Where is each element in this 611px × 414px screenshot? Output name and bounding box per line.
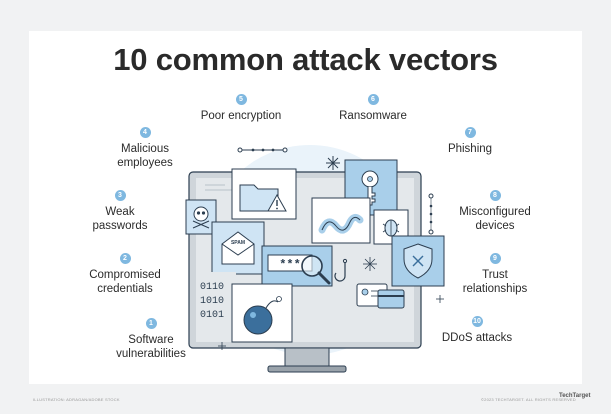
sparkle-icon bbox=[436, 295, 444, 303]
vector-label-line: Ransomware bbox=[339, 110, 407, 122]
vector-compromised-credentials: 2 Compromised credentials bbox=[70, 253, 180, 296]
vector-number-badge: 2 bbox=[119, 253, 131, 264]
sparkle-icon bbox=[218, 342, 226, 350]
vector-phishing: 7 Phishing bbox=[430, 127, 510, 156]
dotted-connector-icon bbox=[428, 193, 434, 235]
illustration-credit: ILLUSTRATION: ADRAGAN/ADOBE STOCK bbox=[33, 397, 120, 402]
copyright-notice: ©2023 TECHTARGET. ALL RIGHTS RESERVED bbox=[481, 397, 576, 402]
vector-label-line: devices bbox=[475, 220, 515, 232]
bug-icon bbox=[382, 219, 400, 237]
vector-label-line: Malicious bbox=[121, 143, 169, 155]
vector-number-badge: 7 bbox=[464, 127, 476, 138]
vector-number-badge: 10 bbox=[471, 316, 483, 327]
vector-number-badge: 1 bbox=[145, 318, 157, 329]
vector-number-badge: 6 bbox=[367, 94, 379, 105]
vector-label-line: relationships bbox=[462, 283, 528, 295]
vector-number-badge: 5 bbox=[235, 94, 247, 105]
vector-label-line: vulnerabilities bbox=[116, 348, 186, 360]
vector-number-badge: 3 bbox=[114, 190, 126, 201]
phishing-hook-icon bbox=[334, 258, 348, 282]
shield-icon bbox=[403, 243, 433, 279]
monitor-base bbox=[267, 365, 347, 373]
folder-icon bbox=[239, 184, 279, 212]
dotted-connector-icon bbox=[237, 147, 288, 153]
vector-label-line: credentials bbox=[97, 283, 153, 295]
magnifier-icon bbox=[301, 255, 331, 285]
vector-label-line: Misconfigured bbox=[459, 206, 531, 218]
vector-label-line: Phishing bbox=[447, 143, 493, 155]
binary-line: 0101 bbox=[200, 310, 224, 321]
vector-label-line: Compromised bbox=[89, 269, 161, 281]
vector-poor-encryption: 5 Poor encryption bbox=[186, 94, 296, 123]
infographic-title: 10 common attack vectors bbox=[113, 42, 498, 77]
worm-icon bbox=[318, 213, 364, 234]
bomb-icon bbox=[243, 296, 282, 335]
skull-icon bbox=[192, 206, 210, 229]
vector-number-badge: 8 bbox=[489, 190, 501, 201]
vector-number-badge: 9 bbox=[489, 253, 501, 264]
vector-ddos-attacks: 10 DDoS attacks bbox=[422, 316, 532, 345]
key-icon bbox=[361, 170, 379, 206]
vector-label-line: Poor encryption bbox=[200, 110, 282, 122]
vector-software-vulnerabilities: 1 Software vulnerabilities bbox=[96, 318, 206, 361]
monitor-stand bbox=[284, 347, 330, 369]
warning-icon bbox=[267, 193, 287, 212]
credit-card-icon bbox=[377, 289, 405, 309]
vector-number-badge: 4 bbox=[139, 127, 151, 138]
vector-trust-relationships: 9 Trust relationships bbox=[440, 253, 550, 296]
binary-line: 0110 bbox=[200, 282, 224, 293]
vector-weak-passwords: 3 Weak passwords bbox=[75, 190, 165, 233]
vector-label-line: employees bbox=[117, 157, 173, 169]
vector-label-line: Trust bbox=[482, 269, 508, 281]
vector-misconfigured-devices: 8 Misconfigured devices bbox=[440, 190, 550, 233]
binary-card bbox=[196, 272, 236, 324]
vector-label-line: passwords bbox=[92, 220, 148, 232]
password-mask: *** bbox=[279, 258, 301, 272]
vector-ransomware: 6 Ransomware bbox=[318, 94, 428, 123]
brand-logo: TechTarget bbox=[559, 393, 591, 399]
binary-line: 1010 bbox=[200, 296, 224, 307]
spam-envelope-icon bbox=[221, 231, 255, 265]
vector-label-line: Software bbox=[128, 334, 174, 346]
spam-label: SPAM bbox=[231, 240, 245, 246]
sparkle-icon bbox=[363, 257, 377, 271]
vector-label-line: Weak bbox=[105, 206, 135, 218]
vector-label-line: DDoS attacks bbox=[441, 332, 513, 344]
vector-malicious-employees: 4 Malicious employees bbox=[95, 127, 195, 170]
sparkle-icon bbox=[326, 156, 340, 170]
